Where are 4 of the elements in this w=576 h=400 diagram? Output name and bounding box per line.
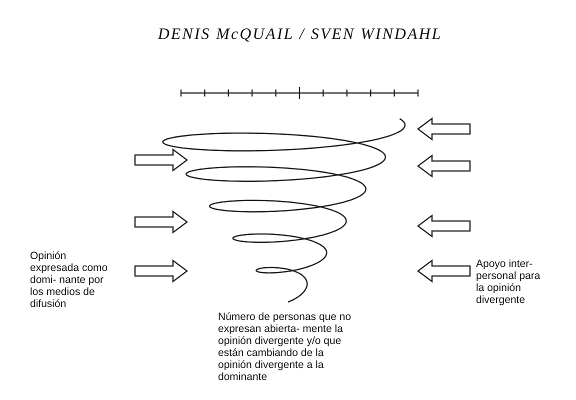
label-text: Número de personas que no expresan abierta- mente la opinión divergente y/o que están cambiando de la opinión divergente a la dominante — [218, 311, 352, 383]
label-text: Opinión expresada como domi- nante por los medios de difusión — [30, 250, 109, 310]
title: DENIS McQUAIL / SVEN WINDAHL — [156, 26, 444, 44]
label-text: Apoyo inter- personal para la opinión divergente — [476, 258, 542, 306]
